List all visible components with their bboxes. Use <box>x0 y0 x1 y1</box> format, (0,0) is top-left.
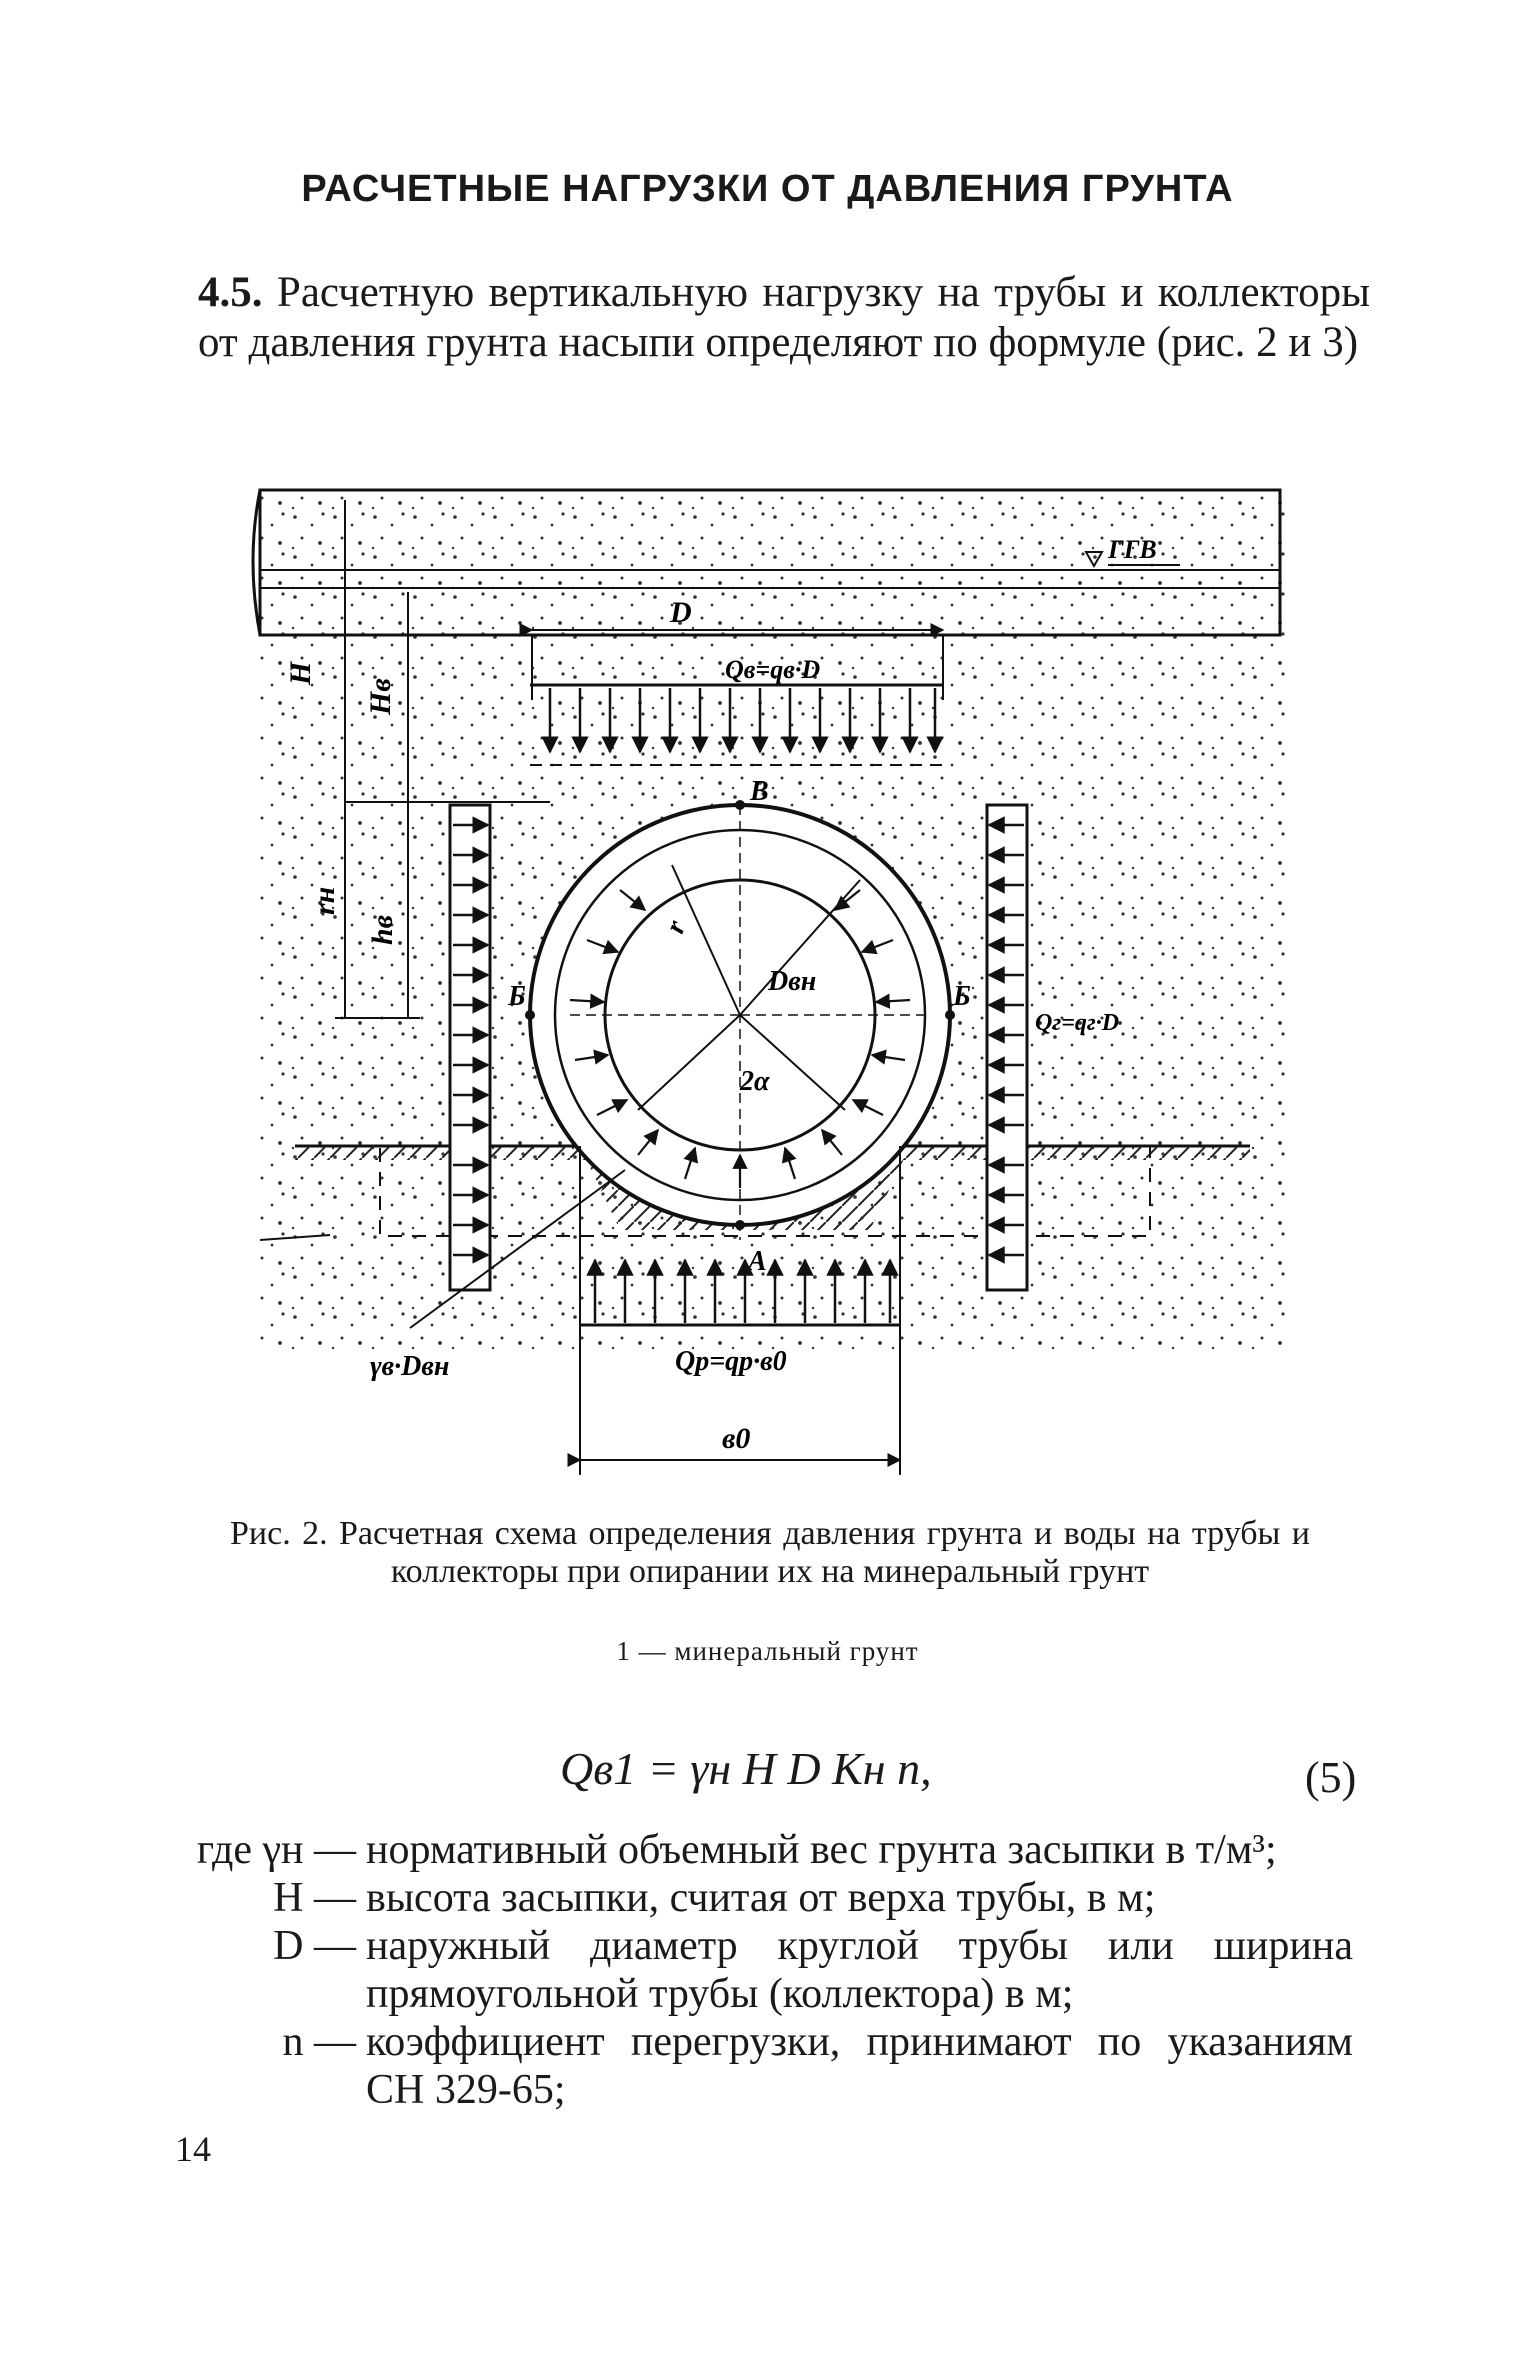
definition-H: H — высота засыпки, считая от верха труб… <box>178 1874 1353 1922</box>
figure-legend: 1 — минеральный грунт <box>616 1636 919 1666</box>
label-hv: hв <box>366 915 399 945</box>
definition-symbol: D — <box>273 1923 356 1969</box>
label-gamma-dvn: γв·Dвн <box>370 1351 449 1382</box>
definition-D: D — наружный диаметр круглой трубы или ш… <box>178 1922 1353 2018</box>
figure-caption: Рис. 2. Расчетная схема определения давл… <box>230 1515 1310 1590</box>
definition-n: n — коэффициент перегрузки, принимают по… <box>178 2018 1354 2114</box>
label-2alpha: 2α <box>739 1066 770 1097</box>
label-H: H <box>284 660 317 686</box>
label-Dvn: Dвн <box>767 966 816 997</box>
label-Qv: Qв=qв·D <box>725 655 820 684</box>
lateral-load-right: Qг=qг·D <box>985 803 1119 1292</box>
label-Qg: Qг=qг·D <box>1035 1010 1119 1036</box>
label-b0: в0 <box>722 1422 750 1455</box>
label-Hv: Hв <box>364 678 397 716</box>
label-B-top: В <box>749 776 769 807</box>
lateral-load-left <box>448 803 492 1292</box>
label-A: А <box>746 1246 767 1277</box>
paragraph-4-5: 4.5. Расчетную вертикальную нагрузку на … <box>198 268 1370 368</box>
label-rn: rн <box>308 887 341 915</box>
page-number: 14 <box>175 2129 211 2169</box>
section-heading: РАСЧЕТНЫЕ НАГРУЗКИ ОТ ДАВЛЕНИЯ ГРУНТА <box>301 168 1234 210</box>
reaction-load-qp: Qp=qp·в0 в0 <box>567 1146 902 1475</box>
figure-2: ГГВ H Hв rн hв D Qв=qв·D <box>230 470 1300 1490</box>
formula-5: Qв1 = γн H D Kн n, <box>560 1743 932 1794</box>
definition-text: коэффициент перегрузки, принимают по ука… <box>366 2019 1353 2113</box>
label-B-left: Б <box>507 981 526 1012</box>
paragraph-text: Расчетную вертикальную нагрузку на трубы… <box>198 269 1370 366</box>
label-D: D <box>669 596 692 629</box>
pipe: В Б Б А r Dвн 2α <box>507 776 971 1277</box>
paragraph-number: 4.5. <box>198 269 263 316</box>
label-B-right: Б <box>952 981 971 1012</box>
definition-text: высота засыпки, считая от верха трубы, в… <box>366 1875 1156 1921</box>
definition-gamma: где γн — нормативный объемный вес грунта… <box>178 1826 1353 1874</box>
formula-number: (5) <box>1305 1753 1357 1802</box>
definition-symbol: где γн — <box>196 1827 356 1873</box>
definition-text: нормативный объемный вес грунта засыпки … <box>366 1827 1277 1873</box>
definition-text: наружный диаметр круглой трубы или ширин… <box>366 1923 1353 2017</box>
pressure-scheme-diagram: ГГВ H Hв rн hв D Qв=qв·D <box>230 488 1290 1475</box>
definition-symbol: n — <box>282 2019 357 2065</box>
definitions-list: где γн — нормативный объемный вес грунта… <box>178 1826 1353 2114</box>
vertical-load-qv: Qв=qв·D <box>530 655 944 766</box>
label-ggv: ГГВ <box>1107 535 1157 564</box>
label-Qp: Qp=qp·в0 <box>675 1346 787 1377</box>
ggv-marker: ГГВ <box>1084 535 1180 569</box>
definition-symbol: H — <box>273 1875 356 1921</box>
